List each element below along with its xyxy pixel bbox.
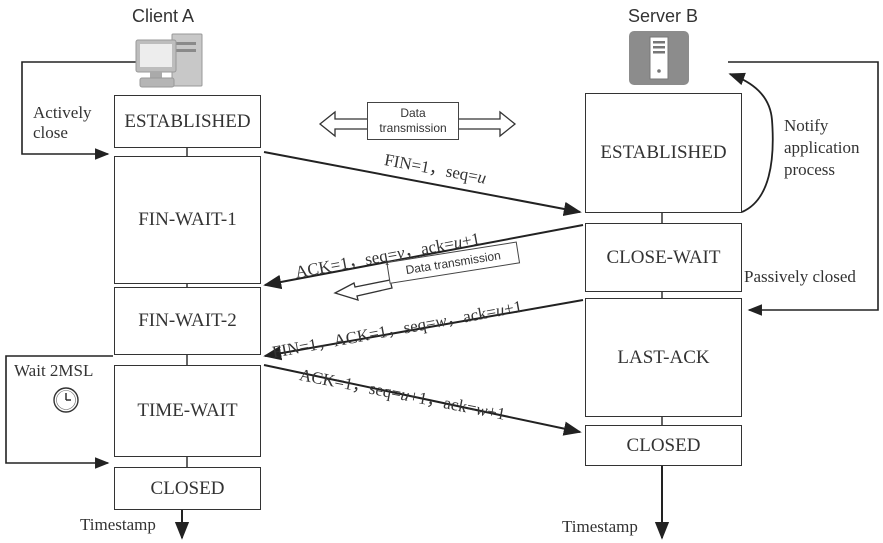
data-transmission-1-line-2: transmission — [379, 121, 447, 135]
clock-icon — [53, 387, 79, 413]
data-transmission-box-1: Data transmission — [367, 102, 459, 140]
notify-line-2: application — [784, 138, 860, 157]
client-timestamp: Timestamp — [80, 515, 156, 534]
client-title: Client A — [132, 6, 195, 26]
data-transmission-left-arrow — [333, 279, 393, 301]
data-transmission-1-line-1: Data — [400, 106, 426, 120]
actively-close-arrow — [21, 61, 142, 160]
notify-line-3: process — [784, 160, 835, 179]
server-state-established: ESTABLISHED — [585, 93, 742, 213]
notify-arrow — [728, 72, 774, 213]
client-state-fin-wait-2: FIN-WAIT-2 — [114, 287, 261, 355]
actively-close-label: Actively close — [33, 103, 92, 143]
wait-2msl-arrow — [5, 355, 113, 469]
actively-close-line-2: close — [33, 123, 68, 142]
client-state-fin-wait-1: FIN-WAIT-1 — [114, 156, 261, 284]
fin-arrow-1 — [263, 151, 582, 217]
passively-closed-arrow — [728, 61, 879, 316]
server-state-closed: CLOSED — [585, 425, 742, 466]
server-icon — [629, 31, 689, 85]
ack-arrow-2 — [263, 364, 582, 436]
notify-label: Notify application process — [784, 115, 860, 181]
ack-arrow-1 — [263, 224, 584, 290]
client-state-closed: CLOSED — [114, 467, 261, 510]
fin-ack-arrow — [263, 299, 584, 361]
notify-line-1: Notify — [784, 116, 829, 135]
server-timestamp: Timestamp — [562, 517, 638, 536]
server-state-close-wait: CLOSE-WAIT — [585, 223, 742, 292]
passively-closed-label: Passively closed — [744, 267, 856, 286]
client-state-established: ESTABLISHED — [114, 95, 261, 148]
server-state-last-ack: LAST-ACK — [585, 298, 742, 417]
wait-2msl-label: Wait 2MSL — [14, 361, 94, 380]
client-state-time-wait: TIME-WAIT — [114, 365, 261, 457]
actively-close-line-1: Actively — [33, 103, 92, 122]
server-title: Server B — [628, 6, 699, 26]
computer-icon — [135, 33, 203, 88]
